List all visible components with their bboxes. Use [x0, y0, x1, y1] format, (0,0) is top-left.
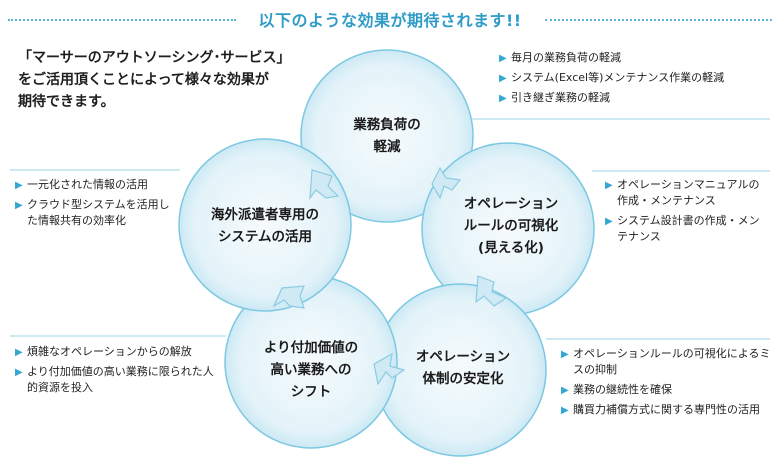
- cycle-arrow-icon: [309, 169, 340, 200]
- circle-label-visibility: オペレーション ルールの可視化 (見える化): [426, 193, 596, 259]
- triangle-right-icon: ▶: [499, 93, 507, 104]
- circle-label-line: (見える化): [478, 240, 544, 256]
- triangle-right-icon: ▶: [605, 216, 613, 227]
- title-rule-right: [545, 19, 772, 21]
- notes-shift: ▶ 煩雑なオペレーションからの解放 ▶ より付加価値の高い業務に限られた人的資源を投…: [14, 344, 219, 400]
- circle-overseas: [178, 138, 352, 312]
- triangle-right-icon: ▶: [499, 73, 507, 84]
- note-text: 引き継ぎ業務の軽減: [511, 91, 610, 104]
- circle-label-line: 体制の安定化: [422, 371, 504, 387]
- triangle-right-icon: ▶: [15, 367, 23, 378]
- intro-line: をご活用頂くことによって様々な効果が: [18, 72, 269, 88]
- list-item: ▶ クラウド型システムを活用した情報共有の効率化: [14, 197, 174, 229]
- triangle-right-icon: ▶: [561, 405, 569, 416]
- list-item: ▶ システム設計書の作成・メンテナンス: [604, 213, 769, 245]
- list-item: ▶ 引き継ぎ業務の軽減: [498, 90, 773, 106]
- cycle-arrow-icon: [373, 352, 406, 386]
- circle-label-line: 軽減: [373, 139, 401, 155]
- triangle-right-icon: ▶: [15, 180, 23, 191]
- triangle-right-icon: ▶: [561, 349, 569, 360]
- note-text: 一元化された情報の活用: [27, 178, 148, 191]
- note-text: より付加価値の高い業務に限られた人的資源を投入: [27, 365, 214, 394]
- note-text: 煩雑なオペレーションからの解放: [27, 345, 192, 358]
- note-text: 毎月の業務負荷の軽減: [511, 51, 621, 64]
- cycle-arrow-icon: [272, 285, 305, 309]
- circle-label-workload: 業務負荷の 軽減: [302, 114, 472, 158]
- circle-label-overseas: 海外派遣者専用の システムの活用: [180, 204, 350, 248]
- list-item: ▶ 煩雑なオペレーションからの解放: [14, 344, 219, 360]
- notes-visibility: ▶ オペレーションマニュアルの作成・メンテナンス ▶ システム設計書の作成・メンテナ…: [604, 177, 769, 249]
- circle-workload: [300, 49, 474, 223]
- list-item: ▶ システム(Excel等)メンテナンス作業の軽減: [498, 70, 773, 86]
- list-item: ▶ 業務の継続性を確保: [560, 382, 772, 398]
- intro-line: 期待できます。: [18, 94, 115, 110]
- triangle-right-icon: ▶: [15, 200, 23, 211]
- circle-label-shift: より付加価値の 高い業務への シフト: [226, 337, 396, 403]
- cycle-arrow-icon: [431, 166, 462, 200]
- circle-label-stability: オペレーション 体制の安定化: [378, 346, 548, 390]
- list-item: ▶ より付加価値の高い業務に限られた人的資源を投入: [14, 364, 219, 396]
- cycle-arrow-icon: [475, 275, 508, 307]
- circle-label-line: オペレーション: [415, 349, 511, 365]
- intro-line: 「マーサーのアウトソーシング･サービス」: [18, 50, 291, 66]
- note-text: 業務の継続性を確保: [573, 383, 672, 396]
- triangle-right-icon: ▶: [605, 180, 613, 191]
- list-item: ▶ オペレーションマニュアルの作成・メンテナンス: [604, 177, 769, 209]
- intro-text: 「マーサーのアウトソーシング･サービス」 をご活用頂くことによって様々な効果が …: [18, 47, 308, 113]
- note-text: クラウド型システムを活用した情報共有の効率化: [27, 198, 170, 227]
- circle-label-line: ルールの可視化: [463, 218, 559, 234]
- notes-stability: ▶ オペレーションルールの可視化によるミスの抑制 ▶ 業務の継続性を確保 ▶ 購買力補…: [560, 346, 772, 422]
- list-item: ▶ 購買力補償方式に関する専門性の活用: [560, 402, 772, 418]
- circle-label-line: より付加価値の: [263, 340, 359, 356]
- notes-workload: ▶ 毎月の業務負荷の軽減 ▶ システム(Excel等)メンテナンス作業の軽減 ▶ 引き…: [498, 50, 773, 110]
- list-item: ▶ 毎月の業務負荷の軽減: [498, 50, 773, 66]
- circle-label-line: 業務負荷の: [353, 117, 421, 133]
- circle-label-line: 海外派遣者専用の: [211, 207, 319, 223]
- note-text: オペレーションルールの可視化によるミスの抑制: [573, 347, 771, 376]
- circle-label-line: システムの活用: [217, 229, 313, 245]
- note-text: オペレーションマニュアルの作成・メンテナンス: [617, 178, 760, 207]
- note-text: 購買力補償方式に関する専門性の活用: [573, 403, 760, 416]
- triangle-right-icon: ▶: [561, 385, 569, 396]
- list-item: ▶ オペレーションルールの可視化によるミスの抑制: [560, 346, 772, 378]
- list-item: ▶ 一元化された情報の活用: [14, 177, 174, 193]
- notes-overseas: ▶ 一元化された情報の活用 ▶ クラウド型システムを活用した情報共有の効率化: [14, 177, 174, 233]
- circle-label-line: 高い業務への: [270, 362, 352, 378]
- note-text: システム(Excel等)メンテナンス作業の軽減: [511, 71, 725, 84]
- circle-label-line: オペレーション: [463, 196, 559, 212]
- circle-label-line: シフト: [290, 384, 332, 400]
- title-rule-left: [8, 19, 236, 21]
- page-title: 以下のような効果が期待されます!!: [258, 11, 522, 30]
- triangle-right-icon: ▶: [15, 347, 23, 358]
- note-text: システム設計書の作成・メンテナンス: [617, 214, 760, 243]
- triangle-right-icon: ▶: [499, 53, 507, 64]
